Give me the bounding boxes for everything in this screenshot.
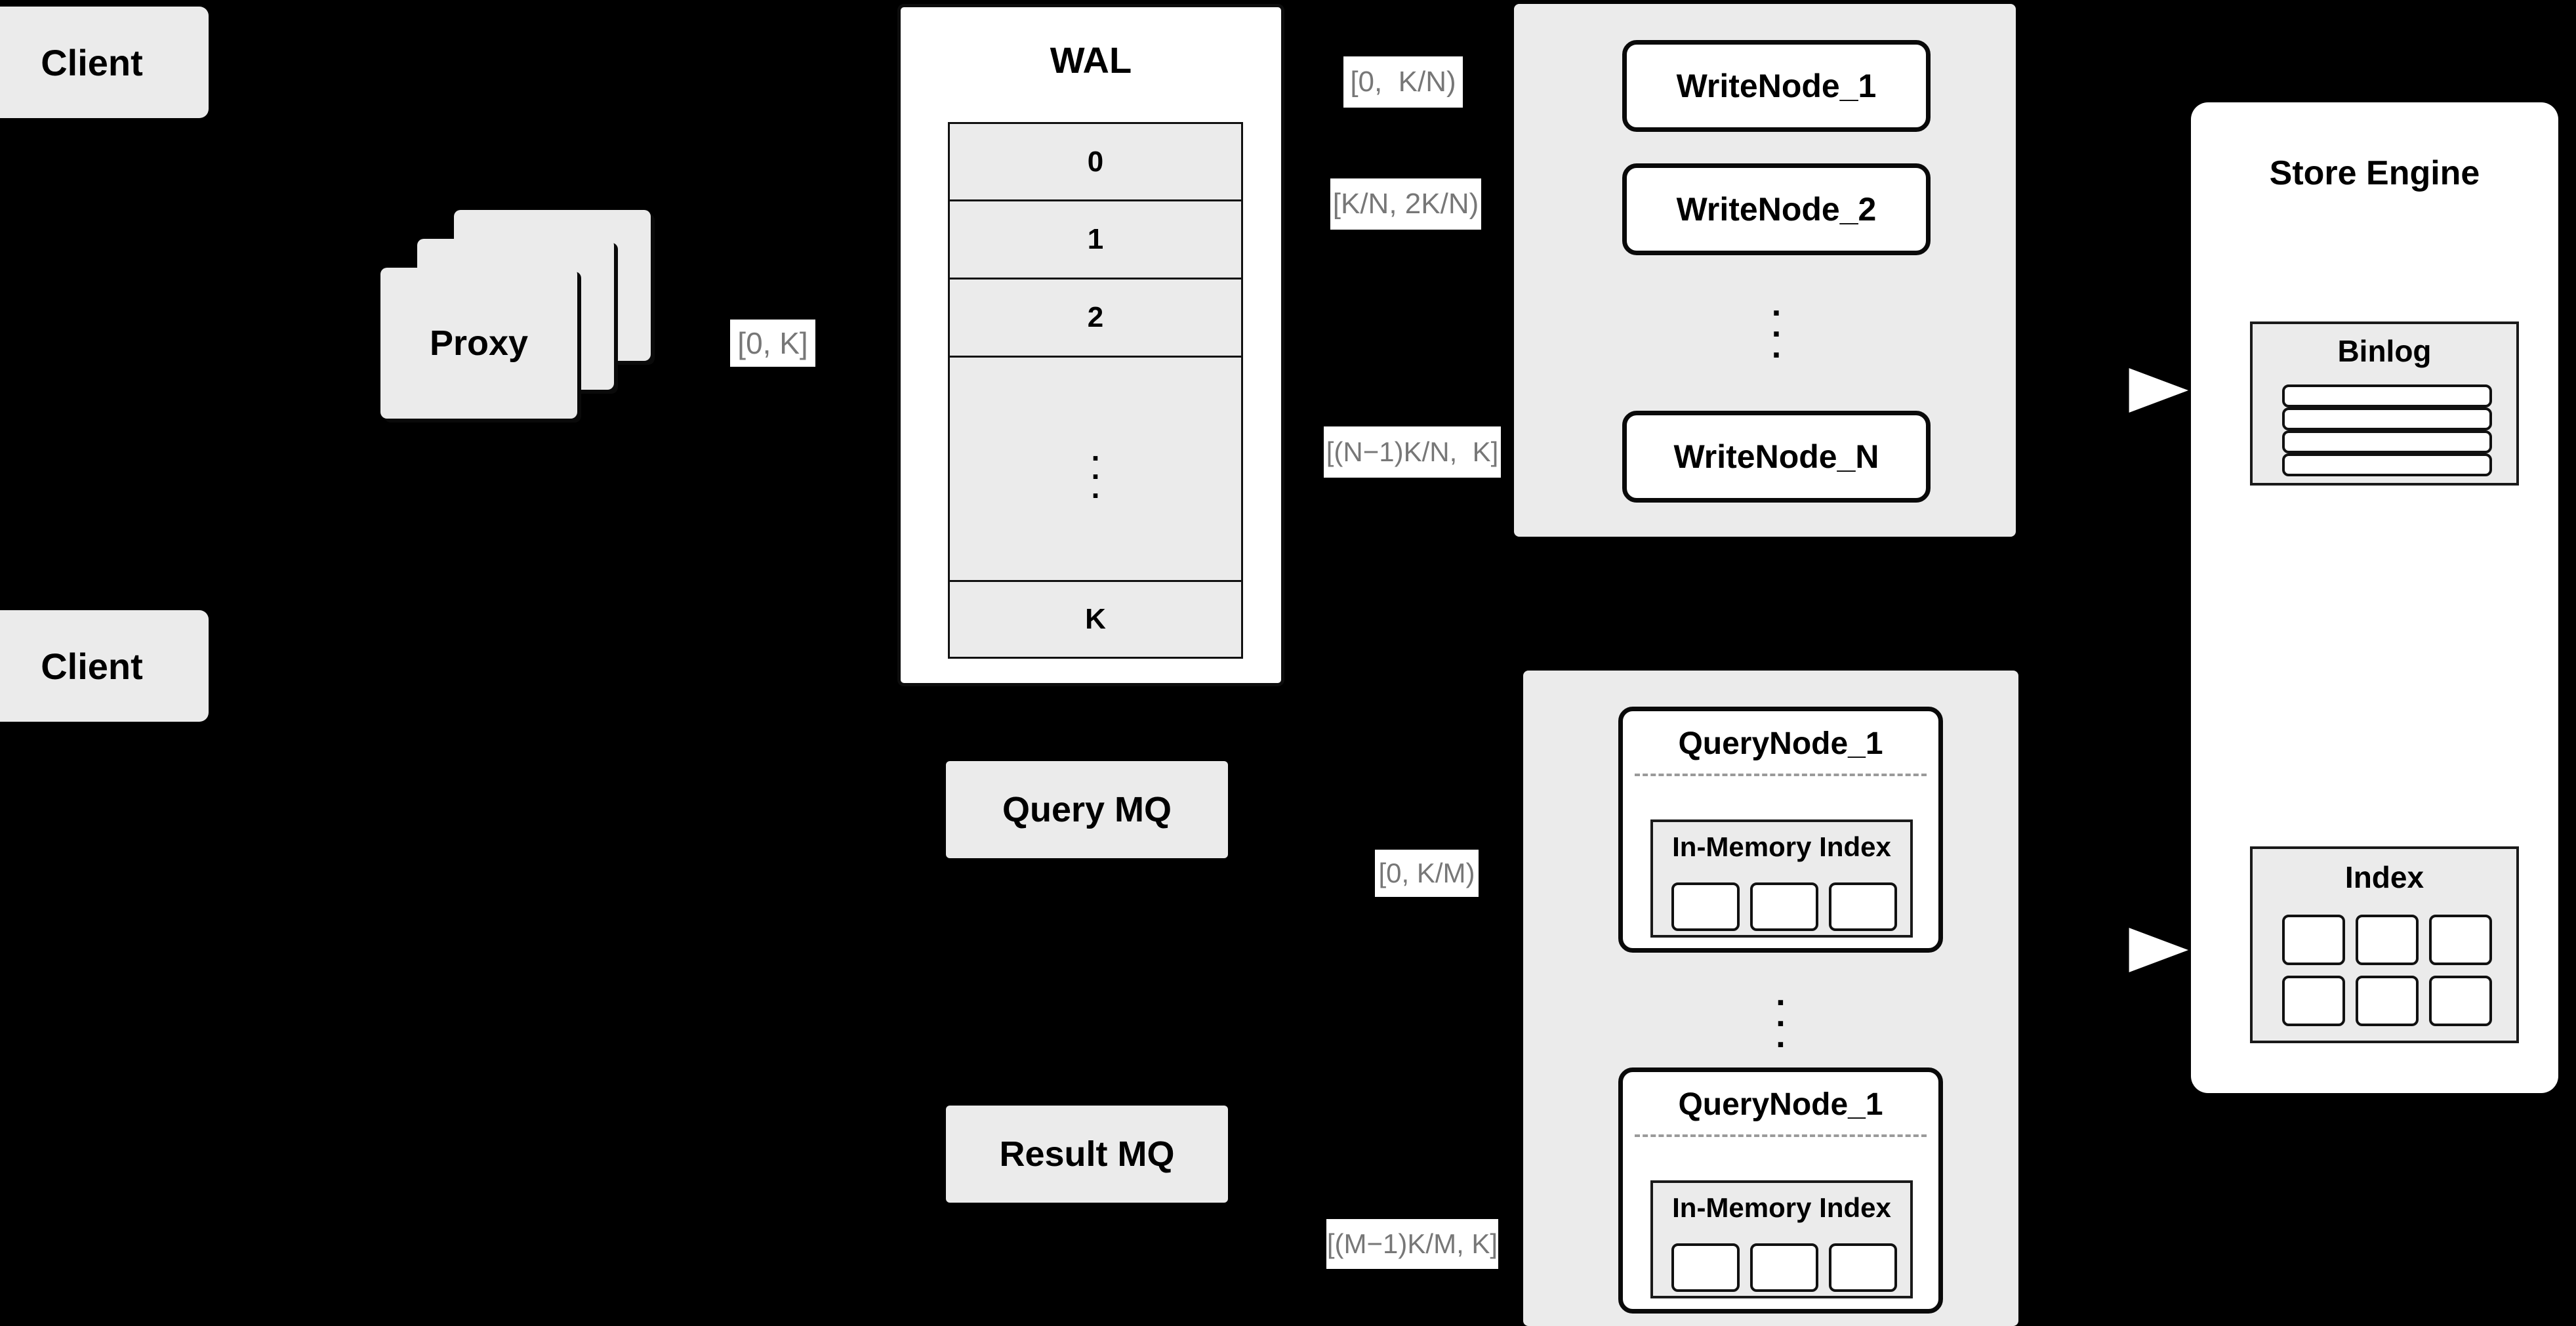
querynode-1-index-slots — [1671, 882, 1897, 931]
wal-title: WAL — [1050, 39, 1132, 81]
edge-label-mq-to-querynode-1: [0, K/M) — [1375, 850, 1479, 897]
result-mq-label: Result MQ — [999, 1134, 1175, 1174]
index-slot[interactable] — [1750, 1243, 1818, 1292]
proxy-stack[interactable]: Proxy — [380, 210, 656, 433]
wal-row[interactable]: 1 — [948, 201, 1243, 280]
querynode-m-divider — [1635, 1134, 1927, 1137]
client-node-1[interactable]: Client — [0, 7, 209, 118]
wal-ellipsis-dot: . — [1091, 451, 1100, 486]
query-mq-node[interactable]: Query MQ — [946, 761, 1228, 858]
index-slot[interactable] — [1671, 882, 1740, 931]
wal-ellipsis-dot: . — [1091, 432, 1100, 467]
client-node-1-label: Client — [41, 41, 143, 83]
edge-label-wal-to-writenode-2: [K/N, 2K/N) — [1330, 178, 1481, 230]
edge-label-wal-to-writenode-n-text: [(N−1)K/N, K] — [1326, 436, 1499, 467]
wal-row[interactable]: K — [948, 582, 1243, 659]
index-slot[interactable] — [2282, 915, 2345, 965]
edge-label-wal-to-writenode-1-text: [0, K/N) — [1350, 66, 1456, 98]
wal-row-ellipsis: . . . — [948, 358, 1243, 582]
write-cluster-container: WriteNode_1 WriteNode_2 . . . WriteNode_… — [1514, 4, 2016, 537]
wal-row[interactable]: 0 — [948, 122, 1243, 201]
querynode-1-inmemory-index: In-Memory Index — [1650, 819, 1913, 938]
wal-row-label: 0 — [1087, 145, 1104, 178]
query-cluster-container: QueryNode_1 In-Memory Index . . . QueryN… — [1523, 671, 2018, 1326]
writenode-2-label: WriteNode_2 — [1676, 191, 1877, 228]
querynode-m-label: QueryNode_1 — [1678, 1087, 1883, 1122]
index-slot[interactable] — [1671, 1243, 1740, 1292]
edge-label-wal-to-writenode-2-text: [K/N, 2K/N) — [1332, 188, 1479, 220]
store-engine-container: Store Engine Binlog Index — [2191, 102, 2558, 1093]
writenode-2[interactable]: WriteNode_2 — [1622, 163, 1931, 255]
proxy-label: Proxy — [429, 323, 529, 363]
writenode-ellipsis-dot: . — [1771, 327, 1782, 366]
querynode-ellipsis-dot: . — [1776, 1017, 1786, 1056]
binlog-row[interactable] — [2282, 384, 2492, 407]
querynode-1-divider — [1635, 774, 1927, 776]
edge-label-mq-to-querynode-m: [(M−1)K/M, K] — [1326, 1219, 1498, 1269]
writenode-ellipsis: . . . — [1622, 276, 1931, 375]
writenode-n-label: WriteNode_N — [1673, 438, 1879, 475]
writenode-1-label: WriteNode_1 — [1676, 68, 1877, 104]
querynode-m[interactable]: QueryNode_1 In-Memory Index — [1618, 1067, 1943, 1314]
index-slot[interactable] — [2429, 976, 2492, 1026]
binlog-row[interactable] — [2282, 407, 2492, 430]
index-slot[interactable] — [2356, 976, 2419, 1026]
wal-row-label: 2 — [1087, 301, 1104, 333]
querynode-m-inmemory-index-label: In-Memory Index — [1672, 1192, 1891, 1223]
client-node-2-label: Client — [41, 645, 143, 687]
querynode-m-inmemory-index: In-Memory Index — [1650, 1180, 1913, 1298]
binlog-row[interactable] — [2282, 453, 2492, 476]
result-mq-node[interactable]: Result MQ — [946, 1106, 1228, 1203]
wal-row-label: 1 — [1087, 223, 1104, 255]
querynode-1-inmemory-index-label: In-Memory Index — [1672, 831, 1891, 862]
binlog-row[interactable] — [2282, 430, 2492, 453]
writenode-n[interactable]: WriteNode_N — [1622, 411, 1931, 503]
edge-label-wal-to-writenode-n: [(N−1)K/N, K] — [1324, 426, 1501, 478]
index-slot[interactable] — [2429, 915, 2492, 965]
writenode-ellipsis-dot: . — [1771, 285, 1782, 323]
querynode-1-label: QueryNode_1 — [1678, 726, 1883, 761]
index-panel: Index — [2250, 846, 2519, 1043]
querynode-1[interactable]: QueryNode_1 In-Memory Index — [1618, 707, 1943, 953]
writenode-ellipsis-dot: . — [1771, 306, 1782, 344]
querynode-ellipsis-dot: . — [1776, 995, 1786, 1034]
wal-container: WAL 0 1 2 . . . K — [897, 4, 1284, 686]
proxy-card-front[interactable]: Proxy — [380, 268, 577, 419]
index-slot[interactable] — [2282, 976, 2345, 1026]
wal-ellipsis-dot: . — [1091, 470, 1100, 505]
index-slot[interactable] — [1750, 882, 1818, 931]
store-engine-title: Store Engine — [2269, 154, 2480, 192]
binlog-panel: Binlog — [2250, 321, 2519, 486]
wal-rows: 0 1 2 . . . K — [948, 122, 1243, 659]
query-mq-label: Query MQ — [1002, 790, 1172, 829]
index-label: Index — [2344, 860, 2424, 894]
index-slot[interactable] — [1829, 882, 1897, 931]
querynode-ellipsis-dot: . — [1776, 974, 1786, 1013]
edge-label-mq-to-querynode-1-text: [0, K/M) — [1378, 858, 1475, 888]
wal-row-label: K — [1085, 603, 1106, 635]
index-slot[interactable] — [1829, 1243, 1897, 1292]
querynode-ellipsis: . . . — [1618, 966, 1943, 1064]
edge-label-mq-to-querynode-m-text: [(M−1)K/M, K] — [1326, 1228, 1498, 1259]
index-slot-grid — [2282, 915, 2492, 1026]
edge-label-proxy-to-wal-text: [0, K] — [737, 326, 808, 360]
binlog-rows — [2282, 384, 2492, 476]
index-slot[interactable] — [2356, 915, 2419, 965]
wal-row[interactable]: 2 — [948, 280, 1243, 358]
edge-label-proxy-to-wal: [0, K] — [730, 320, 815, 367]
client-node-2[interactable]: Client — [0, 610, 209, 722]
edge-label-wal-to-writenode-1: [0, K/N) — [1343, 56, 1463, 108]
binlog-label: Binlog — [2337, 334, 2432, 368]
querynode-m-index-slots — [1671, 1243, 1897, 1292]
writenode-1[interactable]: WriteNode_1 — [1622, 40, 1931, 132]
